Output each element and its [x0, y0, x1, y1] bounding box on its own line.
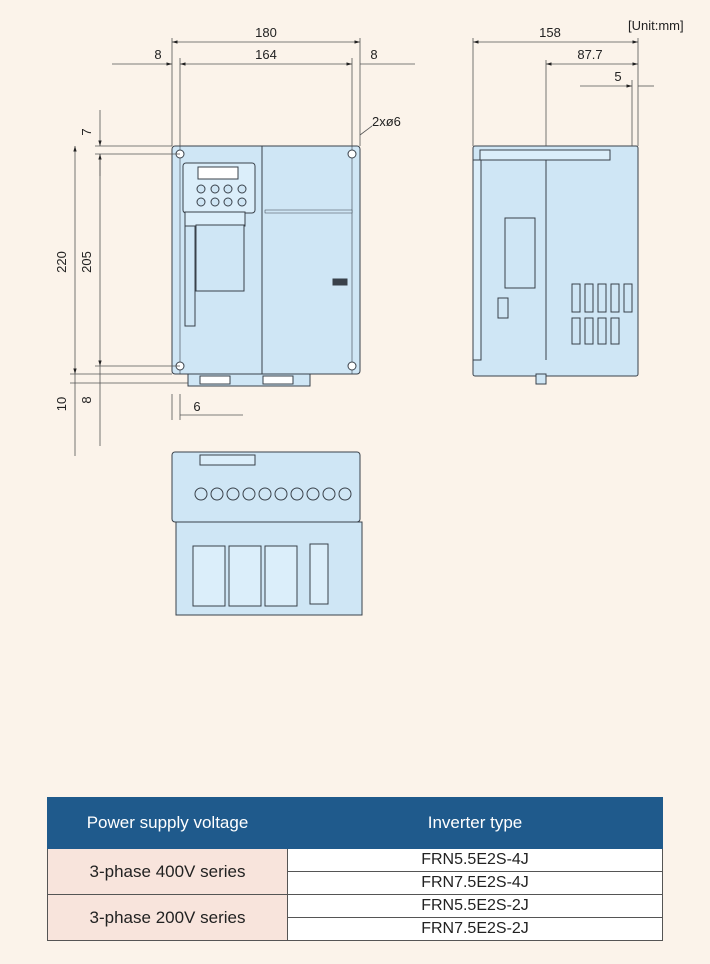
front-view: [171, 145, 361, 387]
side-view: [472, 145, 639, 385]
dim-bottom-total: 10: [54, 397, 69, 411]
dim-height-inner: 205: [79, 251, 94, 273]
header-voltage: Power supply voltage: [47, 797, 288, 849]
dim-height-total: 220: [54, 251, 69, 273]
dim-side-inner-depth: 87.7: [577, 47, 602, 62]
front-dimensions: [70, 38, 415, 456]
dim-left-margin: 8: [154, 47, 161, 62]
table-row: 3-phase 200V series FRN5.5E2S-2J: [47, 894, 663, 941]
header-inverter-type: Inverter type: [287, 797, 663, 849]
dim-slot-width: 6: [193, 399, 200, 414]
type-cell: FRN5.5E2S-2J: [287, 894, 663, 918]
dim-hole-label: 2xø6: [372, 114, 401, 129]
dim-front-width: 180: [255, 25, 277, 40]
dim-side-depth: 158: [539, 25, 561, 40]
dim-side-small: 5: [614, 69, 621, 84]
voltage-cell: 3-phase 400V series: [47, 848, 288, 895]
dim-front-inner-width: 164: [255, 47, 277, 62]
table-row: FRN7.5E2S-2J: [48, 917, 663, 941]
inverter-table: Power supply voltage Inverter type 3-pha…: [47, 797, 663, 941]
dim-top-offset: 7: [79, 128, 94, 135]
dim-bottom-offset: 8: [79, 396, 94, 403]
dim-right-margin: 8: [370, 47, 377, 62]
type-cell: FRN5.5E2S-4J: [287, 848, 663, 872]
type-cell: FRN7.5E2S-4J: [287, 871, 663, 895]
voltage-cell: 3-phase 200V series: [47, 894, 288, 941]
bottom-view: [171, 451, 363, 616]
side-dimensions: [472, 38, 654, 146]
table-row: FRN7.5E2S-4J: [48, 871, 663, 895]
dimension-drawing: 180 164 8 8 2xø6 7 220 205 10 8 6 158 87…: [54, 25, 654, 616]
table-row: 3-phase 400V series FRN5.5E2S-4J: [47, 848, 663, 895]
type-cell: FRN7.5E2S-2J: [287, 917, 663, 941]
unit-label: [Unit:mm]: [628, 18, 684, 33]
